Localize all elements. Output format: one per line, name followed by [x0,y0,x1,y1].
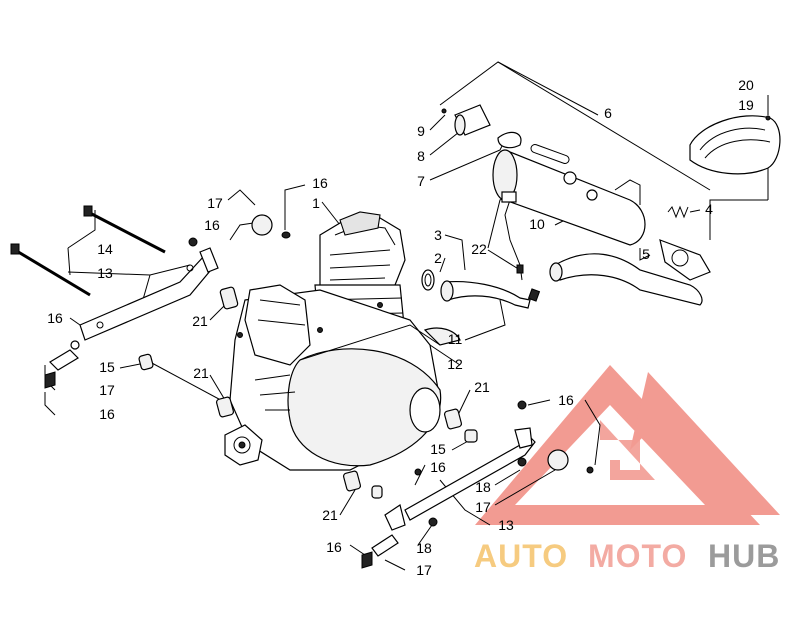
logo-word-moto: MOTO [588,538,687,574]
callout-12: 12 [447,356,463,372]
gasket [421,269,435,291]
logo-word-hub: HUB [708,538,780,574]
callout-14: 14 [97,241,113,257]
callout-21: 21 [193,365,209,381]
top-engine-mount [188,214,291,247]
callout-17: 17 [99,382,115,398]
callout-13: 13 [498,517,514,533]
heat-shield [689,115,781,175]
exhaust-pipe [549,239,711,306]
callout-17: 17 [416,562,432,578]
callout-16: 16 [312,175,328,191]
callout-labels: 20 19 6 9 8 7 16 1 17 16 10 4 3 2 22 5 1… [47,77,754,578]
callout-2: 2 [434,250,442,266]
callout-21: 21 [474,379,490,395]
logo-word-auto: AUTO [474,538,568,574]
callout-7: 7 [417,173,425,189]
logo-triangle-inner [630,372,780,515]
logo-triangle-outer [475,365,760,525]
bottom-engine-mount [361,468,438,569]
callout-16: 16 [99,406,115,422]
callout-21: 21 [322,507,338,523]
callout-22: 22 [471,241,487,257]
callout-9: 9 [417,123,425,139]
callout-17: 17 [475,499,491,515]
callout-4: 4 [705,201,713,217]
header-pipe [440,280,541,309]
logo-mark-g [600,420,655,480]
callout-16: 16 [47,310,63,326]
callout-21: 21 [192,313,208,329]
callout-15: 15 [430,441,446,457]
callout-16: 16 [326,539,342,555]
callout-20: 20 [738,77,754,93]
callout-6: 6 [604,105,612,121]
bushings [138,286,478,499]
callout-19: 19 [738,97,754,113]
callout-1: 1 [312,195,320,211]
muffler [492,144,646,246]
outlet-tip [441,104,522,149]
spring [667,205,689,219]
engine [224,211,461,471]
callout-17: 17 [207,195,223,211]
long-bolts [10,205,166,297]
callout-11: 11 [448,331,463,347]
callout-18: 18 [475,479,491,495]
callout-16: 16 [558,392,574,408]
callout-8: 8 [417,148,425,164]
callout-3: 3 [434,227,442,243]
callout-18: 18 [416,540,432,556]
oxygen-sensor [501,191,524,281]
callout-16: 16 [204,217,220,233]
callout-5: 5 [642,246,650,262]
left-engine-mount [44,340,80,389]
callout-15: 15 [99,359,115,375]
watermark-logo: AUTO MOTO HUB [474,365,780,574]
callout-16: 16 [430,459,446,475]
callout-10: 10 [529,216,545,232]
leader-lines [44,61,769,571]
callout-13: 13 [97,265,113,281]
right-engine-bracket [404,400,594,521]
left-engine-bracket [79,247,219,341]
